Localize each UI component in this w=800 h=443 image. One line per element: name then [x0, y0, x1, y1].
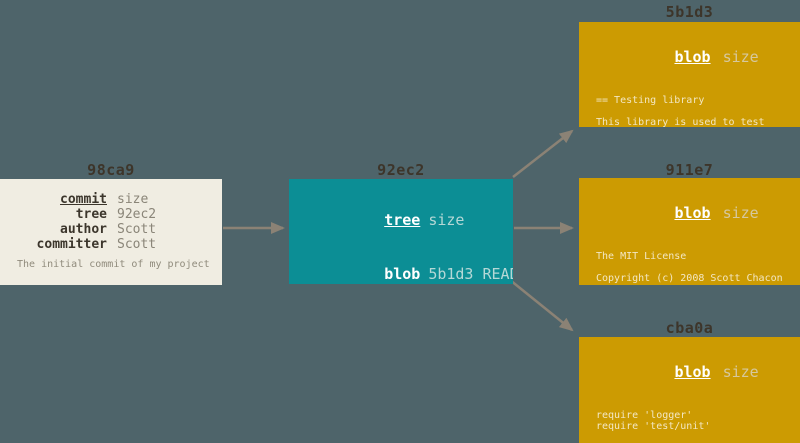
blob-content-line [579, 106, 800, 117]
tree-hash-label: 92ec2 [377, 161, 425, 179]
blob-size-label: size [722, 363, 759, 381]
blob-content: The MIT License Copyright (c) 2008 Scott… [579, 251, 800, 285]
blob-content-line [579, 262, 800, 273]
blob-heading: blob size [579, 191, 800, 236]
blob-heading: blob size [579, 350, 800, 395]
blob-content-line: require 'logger' [596, 410, 693, 421]
blob-content-line [579, 284, 800, 285]
blob-content-line: require 'test/unit' [596, 421, 711, 432]
commit-row-value: size [117, 192, 149, 207]
blob-content-line [579, 432, 800, 443]
blob-heading: blob size [579, 35, 800, 80]
tree-row-value: 5b1d3 README [428, 265, 513, 283]
commit-row-value: 92ec2 [117, 207, 157, 222]
blob-object-box-cba0a: blob size require 'logger' require 'test/… [579, 337, 800, 443]
commit-row: committer Scott [0, 237, 222, 252]
commit-row: author Scott [0, 222, 222, 237]
tree-row-key: tree [384, 211, 421, 229]
arrow-tree-to-blob-cba0a [509, 279, 574, 332]
blob-content-line: Copyright (c) 2008 Scott Chacon [596, 273, 783, 284]
blob-type-label: blob [674, 363, 711, 381]
blob-object-box-911e7: blob size The MIT License Copyright (c) 2… [579, 178, 800, 285]
commit-message: The initial commit of my project [17, 259, 210, 270]
blob-hash-label-cba0a: cba0a [665, 319, 714, 337]
commit-row: tree 92ec2 [0, 207, 222, 222]
commit-row: commit size [0, 192, 222, 207]
arrow-tree-to-blob-5b1d3 [512, 129, 574, 178]
commit-row-value: Scott [117, 237, 157, 252]
commit-row-key: commit [60, 192, 107, 207]
tree-row: tree size [330, 193, 513, 247]
blob-hash-label-911e7: 911e7 [665, 161, 714, 179]
tree-row-key: blob [384, 265, 421, 283]
blob-type-label: blob [674, 204, 711, 222]
blob-size-label: size [722, 48, 759, 66]
commit-hash-label: 98ca9 [87, 161, 135, 179]
blob-type-label: blob [674, 48, 711, 66]
blob-size-label: size [722, 204, 759, 222]
blob-content-line: The MIT License [596, 251, 687, 262]
blob-content: == Testing library This library is used … [579, 95, 800, 127]
blob-content-line: == Testing library [596, 95, 705, 106]
blob-content-line: This library is used to test [596, 117, 765, 127]
commit-row-key: committer [36, 237, 107, 252]
tree-row: blob 5b1d3 README [330, 247, 513, 284]
blob-hash-label-5b1d3: 5b1d3 [665, 3, 714, 21]
commit-row-value: Scott [117, 222, 157, 237]
tree-row-value: size [428, 211, 465, 229]
commit-row-key: author [60, 222, 107, 237]
commit-object-box: commit size tree 92ec2 author Scott comm… [0, 179, 222, 285]
commit-row-key: tree [75, 207, 107, 222]
blob-content: require 'logger' require 'test/unit' cla… [579, 410, 800, 443]
blob-object-box-5b1d3: blob size == Testing library This library… [579, 22, 800, 127]
